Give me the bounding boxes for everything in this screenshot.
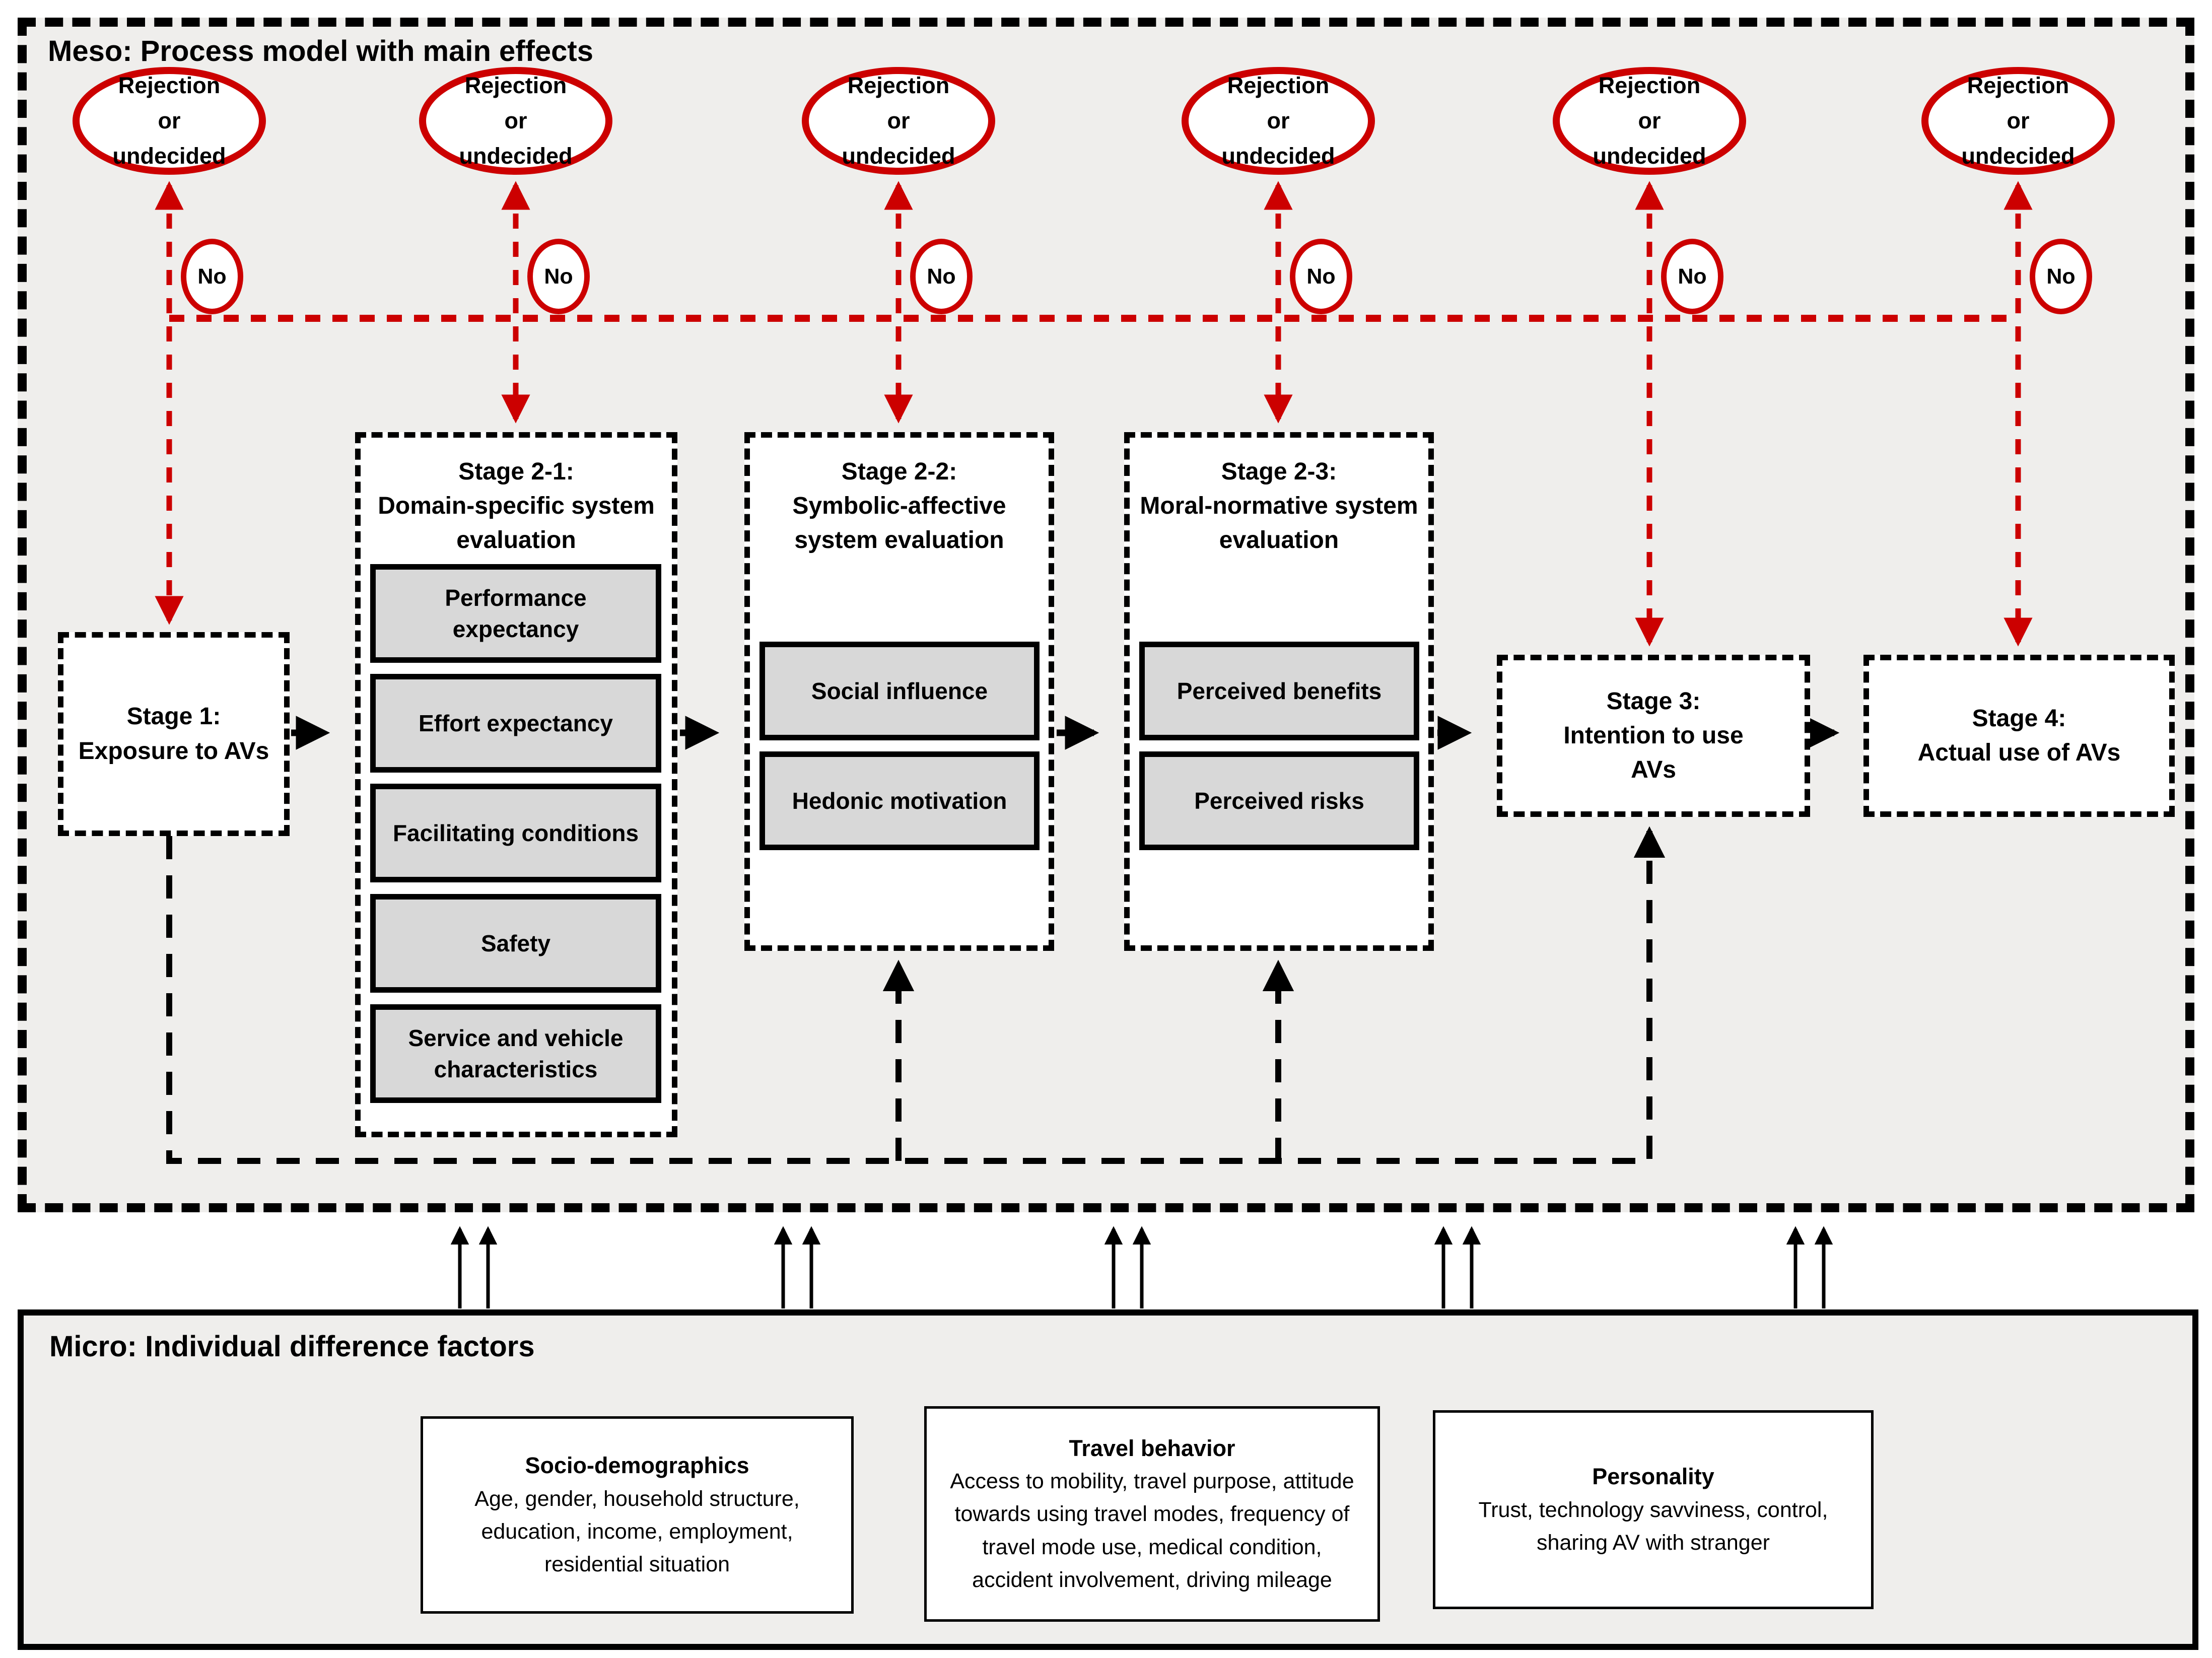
meso-panel <box>18 18 2194 1212</box>
rejection-label: Rejection or undecided <box>1221 73 1335 169</box>
stage3-name: Intention to use AVs <box>1563 722 1744 784</box>
factor-effort-expectancy: Effort expectancy <box>370 674 661 773</box>
rejection-ellipse-4: Rejection or undecided <box>1182 67 1375 175</box>
rejection-ellipse-2: Rejection or undecided <box>419 67 612 175</box>
no-badge-2: No <box>527 239 590 314</box>
no-badge-4: No <box>1290 239 1352 314</box>
microbox-body: Access to mobility, travel purpose, atti… <box>950 1469 1354 1593</box>
rejection-ellipse-5: Rejection or undecided <box>1553 67 1746 175</box>
microbox-title: Travel behavior <box>1069 1435 1235 1461</box>
microbox-personality: Personality Trust, technology savviness,… <box>1433 1410 1874 1609</box>
rejection-label: Rejection or undecided <box>1961 73 2075 169</box>
rejection-label: Rejection or undecided <box>1593 73 1706 169</box>
rejection-label: Rejection or undecided <box>842 73 955 169</box>
factor-perceived-benefits: Perceived benefits <box>1139 642 1419 740</box>
microbox-travel-behavior: Travel behavior Access to mobility, trav… <box>924 1406 1380 1622</box>
no-badge-1: No <box>181 239 243 314</box>
stage4-name: Actual use of AVs <box>1917 739 2121 766</box>
stage3-box: Stage 3: Intention to use AVs <box>1497 655 1810 817</box>
rejection-ellipse-6: Rejection or undecided <box>1921 67 2115 175</box>
factor-hedonic-motivation: Hedonic motivation <box>759 751 1040 850</box>
factor-facilitating-conditions: Facilitating conditions <box>370 784 661 882</box>
no-badge-3: No <box>910 239 973 314</box>
meso-title: Meso: Process model with main effects <box>48 35 593 67</box>
rejection-label: Rejection or undecided <box>459 73 573 169</box>
stage4-box: Stage 4: Actual use of AVs <box>1863 655 2175 817</box>
stage2-3-label: Stage 2-3: <box>1221 458 1337 485</box>
microbox-title: Personality <box>1592 1464 1714 1490</box>
rejection-ellipse-3: Rejection or undecided <box>802 67 995 175</box>
stage1-name: Exposure to AVs <box>78 737 269 765</box>
stage2-2-label: Stage 2-2: <box>841 458 957 485</box>
stage2-3-name: Moral-normative system evaluation <box>1140 493 1418 554</box>
microbox-body: Trust, technology savviness, control, sh… <box>1478 1497 1828 1555</box>
microbox-socio-demographics: Socio-demographics Age, gender, househol… <box>421 1416 854 1614</box>
stage1-box: Stage 1: Exposure to AVs <box>58 632 290 836</box>
stage3-label: Stage 3: <box>1606 687 1701 715</box>
microbox-body: Age, gender, household structure, educat… <box>474 1486 800 1577</box>
stage2-1-label: Stage 2-1: <box>458 458 574 485</box>
micro-to-meso-arrows <box>450 1226 1833 1308</box>
no-badge-5: No <box>1661 239 1723 314</box>
factor-performance-expectancy: Performance expectancy <box>370 564 661 663</box>
stage2-2-name: Symbolic-affective system evaluation <box>792 493 1006 554</box>
stage2-1-name: Domain-specific system evaluation <box>378 493 655 554</box>
rejection-label: Rejection or undecided <box>112 73 226 169</box>
stage4-label: Stage 4: <box>1972 705 2066 732</box>
factor-social-influence: Social influence <box>759 642 1040 740</box>
factor-safety: Safety <box>370 894 661 993</box>
factor-service-vehicle-characteristics: Service and vehicle characteristics <box>370 1004 661 1103</box>
stage1-label: Stage 1: <box>126 703 221 730</box>
rejection-ellipse-1: Rejection or undecided <box>73 67 266 175</box>
micro-title: Micro: Individual difference factors <box>49 1330 535 1363</box>
no-badge-6: No <box>2030 239 2092 314</box>
factor-perceived-risks: Perceived risks <box>1139 751 1419 850</box>
microbox-title: Socio-demographics <box>525 1453 749 1479</box>
